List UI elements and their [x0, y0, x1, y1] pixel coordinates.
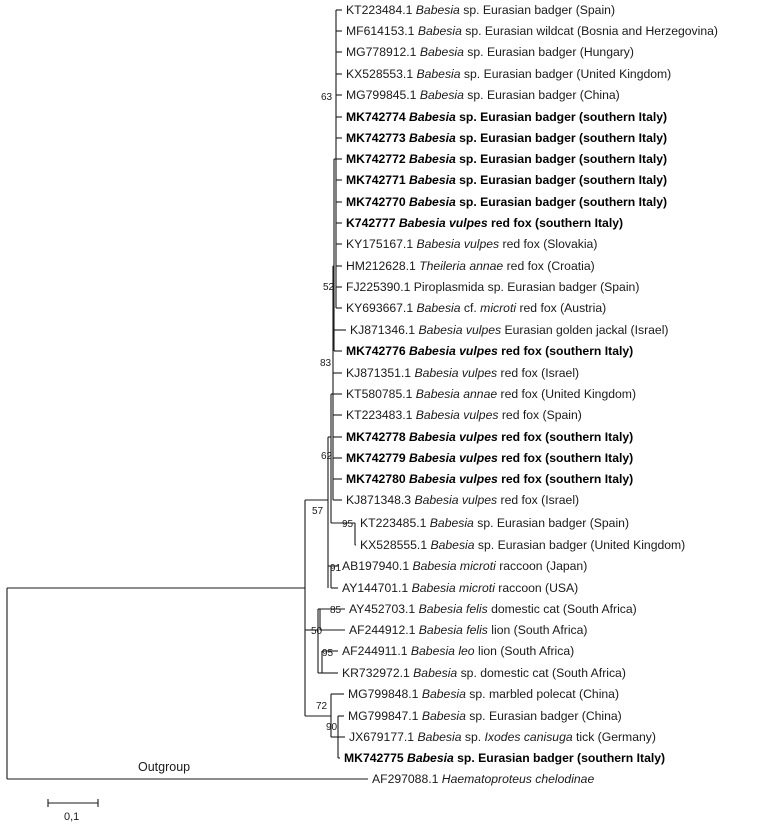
tree-branches	[6, 9, 368, 780]
leaf-label-kt223483-1: KT223483.1 Babesia vulpes red fox (Spain…	[346, 408, 582, 422]
leaf-label-kr732972-1: KR732972.1 Babesia sp. domestic cat (Sou…	[342, 666, 626, 680]
leaf-label-mg778912-1: MG778912.1 Babesia sp. Eurasian badger (…	[346, 45, 634, 59]
leaf-label-kx528555-1: KX528555.1 Babesia sp. Eurasian badger (…	[360, 538, 685, 552]
leaf-label-mk742773: MK742773 Babesia sp. Eurasian badger (so…	[346, 131, 667, 145]
scale-bar-label: 0,1	[64, 811, 79, 823]
leaf-label-mk742774: MK742774 Babesia sp. Eurasian badger (so…	[346, 110, 667, 124]
leaf-label-af297088-1: AF297088.1 Haematoproteus chelodinae	[372, 772, 594, 786]
leaf-label-mk742780: MK742780 Babesia vulpes red fox (souther…	[346, 472, 633, 486]
leaf-label-kx528553-1: KX528553.1 Babesia sp. Eurasian badger (…	[346, 67, 671, 81]
leaf-label-kt223484-1: KT223484.1 Babesia sp. Eurasian badger (…	[346, 3, 615, 17]
leaf-label-hm212628-1: HM212628.1 Theileria annae red fox (Croa…	[346, 259, 595, 273]
bootstrap-value: 72	[316, 701, 328, 712]
leaf-label-mk742775: MK742775 Babesia sp. Eurasian badger (so…	[344, 751, 665, 765]
bootstrap-value: 95	[342, 519, 354, 530]
bootstrap-value: 85	[330, 605, 342, 616]
leaf-label-mk742779: MK742779 Babesia vulpes red fox (souther…	[346, 451, 633, 465]
bootstrap-value: 50	[311, 626, 323, 637]
leaf-label-mg799848-1: MG799848.1 Babesia sp. marbled polecat (…	[348, 687, 619, 701]
bootstrap-value: 57	[312, 506, 324, 517]
leaf-label-ab197940-1: AB197940.1 Babesia microti raccoon (Japa…	[342, 559, 587, 573]
leaf-label-kt580785-1: KT580785.1 Babesia annae red fox (United…	[346, 387, 636, 401]
leaf-label-kj871346-1: KJ871346.1 Babesia vulpes Eurasian golde…	[350, 323, 668, 337]
bootstrap-value: 83	[320, 358, 332, 369]
leaf-label-mg799847-1: MG799847.1 Babesia sp. Eurasian badger (…	[348, 709, 622, 723]
leaf-label-mg799845-1: MG799845.1 Babesia sp. Eurasian badger (…	[346, 88, 620, 102]
leaf-label-ky693667-1: KY693667.1 Babesia cf. microti red fox (…	[346, 301, 606, 315]
bootstrap-value: 91	[330, 563, 342, 574]
scale-bar: 0,1	[47, 799, 99, 823]
leaf-label-kj871348-3: KJ871348.3 Babesia vulpes red fox (Israe…	[346, 493, 579, 507]
leaf-label-mk742776: MK742776 Babesia vulpes red fox (souther…	[346, 344, 633, 358]
leaf-label-mk742771: MK742771 Babesia sp. Eurasian badger (so…	[346, 173, 667, 187]
leaf-labels: KT223484.1 Babesia sp. Eurasian badger (…	[342, 3, 718, 786]
bootstrap-value: 52	[323, 282, 335, 293]
leaf-label-kt223485-1: KT223485.1 Babesia sp. Eurasian badger (…	[360, 516, 629, 530]
leaf-label-k742777: K742777 Babesia vulpes red fox (southern…	[346, 216, 623, 230]
leaf-label-fj225390-1: FJ225390.1 Piroplasmida sp. Eurasian bad…	[346, 280, 639, 294]
leaf-label-ay144701-1: AY144701.1 Babesia microti raccoon (USA)	[342, 581, 578, 595]
leaf-label-ky175167-1: KY175167.1 Babesia vulpes red fox (Slova…	[346, 237, 597, 251]
bootstrap-values: 63 52 83 62 57 95 91 85 50 95 72 90	[311, 92, 354, 733]
leaf-label-mk742772: MK742772 Babesia sp. Eurasian badger (so…	[346, 152, 667, 166]
leaf-label-mf614153-1: MF614153.1 Babesia sp. Eurasian wildcat …	[346, 24, 718, 38]
leaf-label-jx679177-1: JX679177.1 Babesia sp. Ixodes canisuga t…	[349, 730, 656, 744]
outgroup-label: Outgroup	[138, 760, 190, 774]
leaf-label-ay452703-1: AY452703.1 Babesia felis domestic cat (S…	[349, 602, 637, 616]
leaf-label-kj871351-1: KJ871351.1 Babesia vulpes red fox (Israe…	[346, 366, 579, 380]
bootstrap-value: 90	[326, 722, 338, 733]
bootstrap-value: 63	[321, 92, 333, 103]
leaf-label-af244911-1: AF244911.1 Babesia leo lion (South Afric…	[342, 644, 574, 658]
leaf-label-mk742770: MK742770 Babesia sp. Eurasian badger (so…	[346, 195, 667, 209]
leaf-label-af244912-1: AF244912.1 Babesia felis lion (South Afr…	[349, 623, 587, 637]
bootstrap-value: 62	[321, 451, 333, 462]
leaf-label-mk742778: MK742778 Babesia vulpes red fox (souther…	[346, 430, 633, 444]
bootstrap-value: 95	[322, 648, 334, 659]
